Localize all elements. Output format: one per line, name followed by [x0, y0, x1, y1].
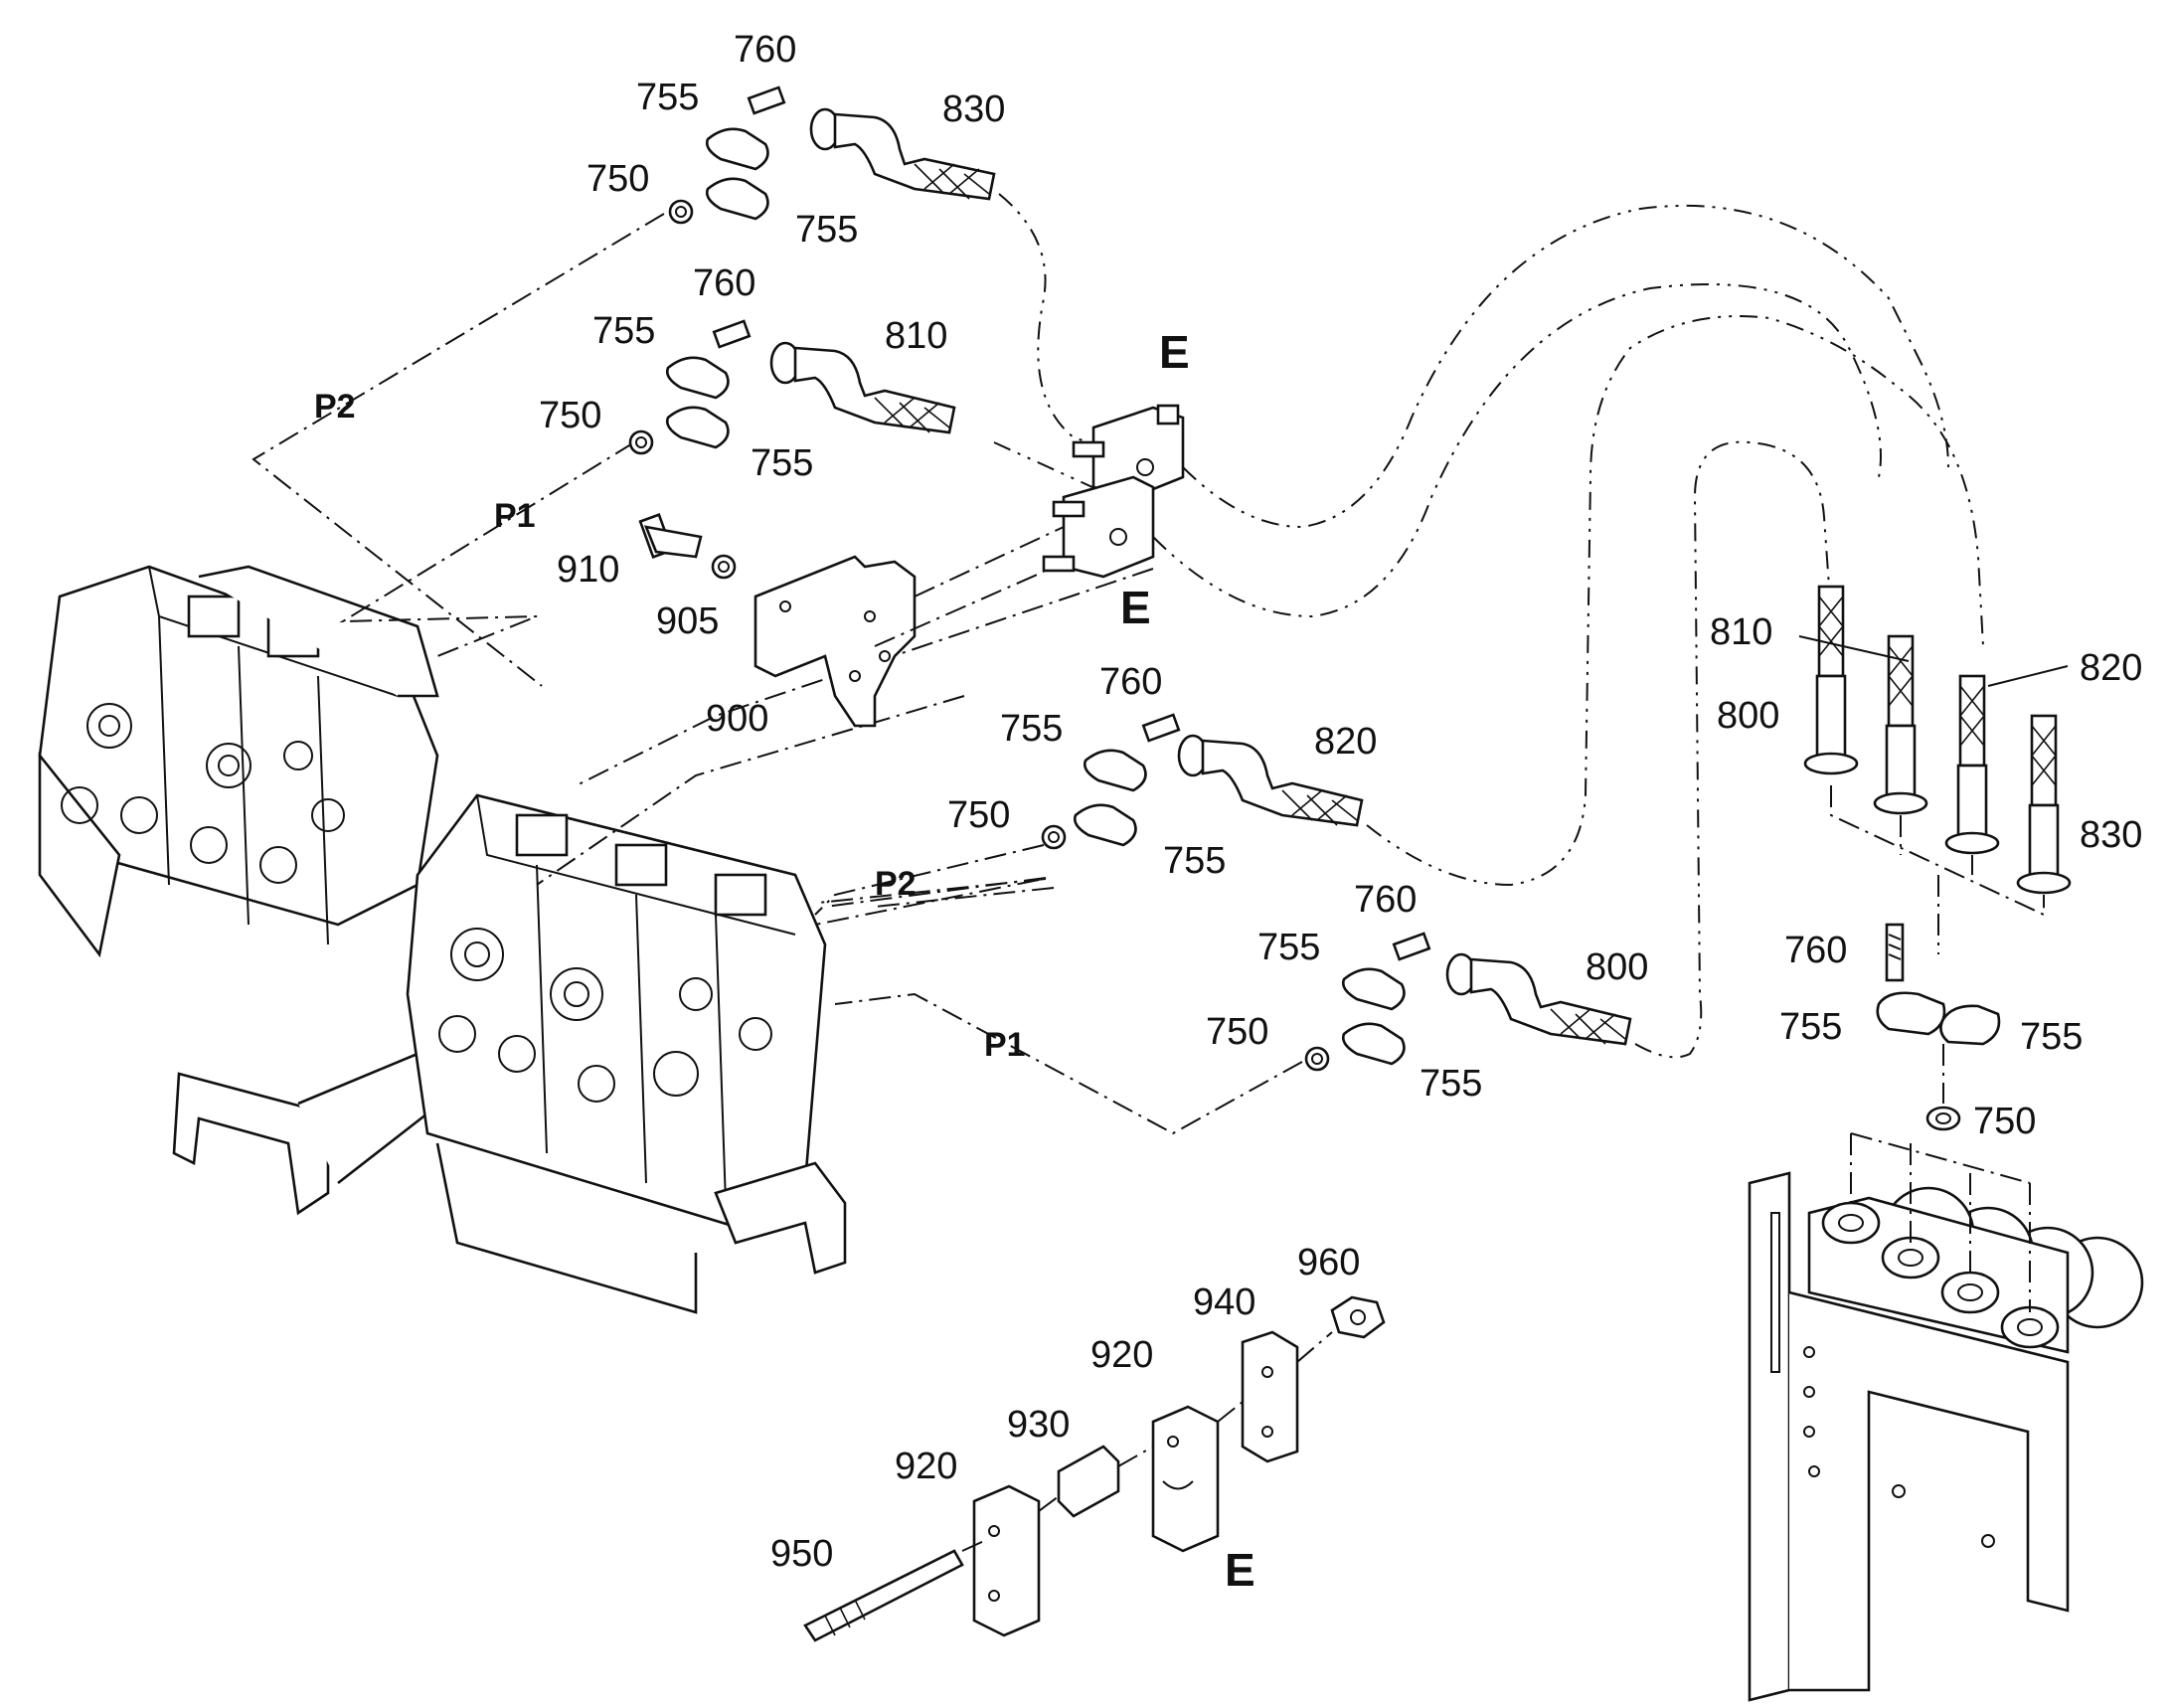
- label-820: 820: [1314, 721, 1377, 763]
- label-p1: P1: [984, 1026, 1026, 1064]
- label-760: 760: [1784, 930, 1847, 971]
- label-755: 755: [1257, 927, 1320, 968]
- clamp-group-810: [628, 319, 1104, 493]
- valve-block-left: [38, 565, 439, 1216]
- label-810: 810: [1710, 611, 1772, 653]
- label-830: 830: [2080, 814, 2142, 856]
- label-755: 755: [1420, 1063, 1482, 1105]
- label-760: 760: [1354, 879, 1417, 921]
- label-750: 750: [539, 395, 601, 436]
- manifold-e: [1042, 204, 1949, 618]
- label-755: 755: [1779, 1006, 1842, 1048]
- label-755: 755: [1163, 840, 1226, 882]
- label-755: 755: [592, 310, 655, 352]
- label-800: 800: [1586, 946, 1648, 988]
- label-755: 755: [636, 77, 699, 118]
- label-p1: P1: [494, 497, 536, 535]
- label-920: 920: [1090, 1334, 1153, 1376]
- label-p2: P2: [314, 388, 356, 426]
- label-950: 950: [770, 1533, 833, 1575]
- label-830: 830: [942, 88, 1005, 130]
- label-750: 750: [947, 794, 1010, 836]
- part-labels: 760 755 750 755 830 760 755 750 755 810 …: [314, 29, 2142, 1596]
- label-900: 900: [706, 698, 768, 740]
- label-800: 800: [1717, 695, 1779, 737]
- label-910: 910: [557, 549, 619, 591]
- label-960: 960: [1297, 1242, 1360, 1283]
- label-750: 750: [1206, 1011, 1268, 1053]
- label-e: E: [1159, 326, 1190, 378]
- label-755: 755: [751, 442, 813, 484]
- label-940: 940: [1193, 1281, 1255, 1323]
- label-e: E: [1120, 582, 1151, 633]
- label-p2: P2: [875, 865, 917, 903]
- label-920: 920: [895, 1446, 957, 1487]
- valve-block-center: [406, 793, 847, 1314]
- label-750: 750: [1973, 1101, 2036, 1142]
- mounting-frame: [1748, 1132, 2144, 1702]
- label-810: 810: [885, 315, 947, 357]
- label-760: 760: [1099, 661, 1162, 703]
- clamp-stack-right: [1876, 923, 2001, 1131]
- bracket-900: [638, 513, 1065, 728]
- manifold-e-exploded: [803, 1295, 1386, 1642]
- label-760: 760: [734, 29, 796, 71]
- label-750: 750: [586, 158, 649, 200]
- clamp-group-800: [1304, 440, 1830, 1072]
- hose-ends-right: [1798, 585, 2072, 954]
- clamp-group-830: [668, 85, 1104, 448]
- label-755: 755: [2020, 1016, 2083, 1058]
- label-755: 755: [1000, 708, 1063, 750]
- label-905: 905: [656, 600, 719, 642]
- label-930: 930: [1007, 1404, 1070, 1446]
- label-820: 820: [2080, 647, 2142, 689]
- label-e: E: [1225, 1544, 1255, 1596]
- label-760: 760: [693, 262, 755, 304]
- clamp-group-820: [1041, 315, 1984, 887]
- label-755: 755: [795, 209, 858, 251]
